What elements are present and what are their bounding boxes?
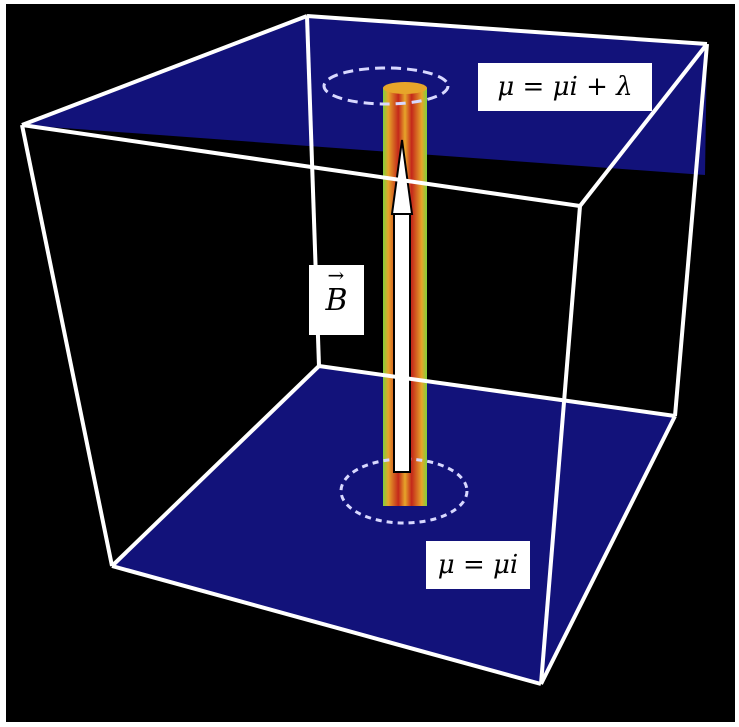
- edge: [539, 415, 677, 685]
- edge: [673, 43, 709, 417]
- edge: [21, 123, 581, 208]
- field-label-text: B: [325, 263, 347, 318]
- edge: [110, 364, 321, 568]
- edge: [539, 205, 582, 685]
- edge: [111, 564, 542, 686]
- edge: [578, 42, 709, 208]
- flux-tube-top-cap: [383, 82, 427, 94]
- top-dashed-loop: [322, 66, 450, 106]
- edge: [20, 124, 114, 567]
- top-face: [22, 16, 707, 175]
- top-label-text: μ = μi + λ: [497, 72, 633, 102]
- edge: [318, 364, 676, 418]
- edge: [306, 14, 708, 46]
- arrow-head: [390, 139, 414, 215]
- bottom-label-text: μ = μi: [437, 550, 519, 580]
- magnetic-field-label: B: [309, 263, 364, 335]
- bottom-chemical-potential-label: μ = μi: [426, 541, 530, 589]
- edge: [21, 14, 308, 127]
- bottom-dashed-loop: [339, 457, 469, 525]
- top-chemical-potential-label: μ = μi + λ: [478, 63, 652, 111]
- arrow-shaft: [393, 211, 411, 473]
- field-arrow: [390, 139, 414, 473]
